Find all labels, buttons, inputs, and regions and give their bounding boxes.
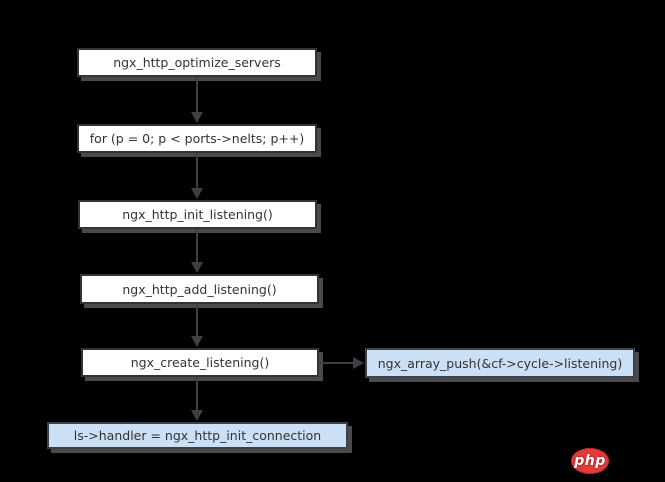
php-logo-text: php	[574, 453, 606, 469]
arrow-down-icon	[191, 262, 203, 273]
node-ngx-http-optimize-servers: ngx_http_optimize_servers	[77, 48, 317, 77]
arrow-create-listening-to-handler	[191, 377, 203, 421]
node-label: ngx_array_push(&cf->cycle->listening)	[377, 355, 623, 371]
node-label: ngx_create_listening()	[130, 355, 270, 370]
arrow-add-listening-to-create-listening	[191, 304, 203, 347]
node-label: for (p = 0; p < ports->nelts; p++)	[89, 131, 305, 146]
node-label: ls->handler = ngx_http_init_connection	[73, 428, 322, 443]
arrow-optimize-to-forloop	[191, 77, 203, 123]
arrow-init-listening-to-add-listening	[191, 229, 203, 273]
node-ls-handler: ls->handler = ngx_http_init_connection	[47, 422, 348, 449]
arrow-line	[196, 77, 198, 113]
arrow-down-icon	[191, 188, 203, 199]
arrow-line	[196, 377, 198, 411]
arrow-right-icon	[353, 357, 364, 369]
arrow-down-icon	[191, 336, 203, 347]
arrow-line	[196, 304, 198, 337]
node-ngx-http-init-listening: ngx_http_init_listening()	[78, 200, 317, 229]
node-for-loop: for (p = 0; p < ports->nelts; p++)	[77, 124, 317, 153]
arrow-line	[196, 229, 198, 263]
node-ngx-http-add-listening: ngx_http_add_listening()	[80, 274, 319, 304]
arrow-create-listening-to-array-push	[319, 357, 364, 369]
arrow-forloop-to-init-listening	[191, 153, 203, 199]
node-label: ngx_http_add_listening()	[122, 281, 277, 297]
arrow-line	[196, 153, 198, 189]
node-ngx-create-listening: ngx_create_listening()	[81, 348, 319, 377]
arrow-line	[319, 362, 354, 364]
arrow-down-icon	[191, 410, 203, 421]
arrow-down-icon	[191, 112, 203, 123]
node-ngx-array-push: ngx_array_push(&cf->cycle->listening)	[365, 348, 635, 378]
php-logo: php	[571, 448, 609, 474]
node-label: ngx_http_optimize_servers	[113, 55, 281, 70]
node-label: ngx_http_init_listening()	[122, 207, 273, 222]
